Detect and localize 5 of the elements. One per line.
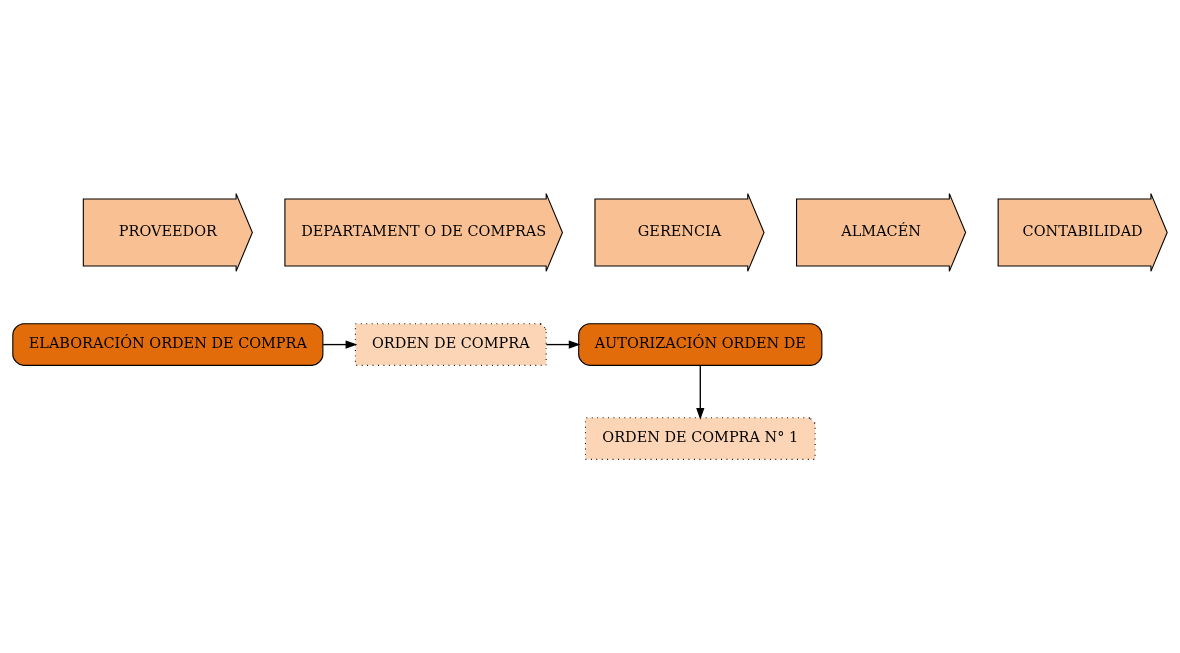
node-box: AUTORIZACIÓN ORDEN DE — [578, 323, 823, 366]
arrow — [322, 340, 358, 349]
node-box: ELABORACIÓN ORDEN DE COMPRA — [12, 323, 324, 366]
arrow — [696, 364, 705, 420]
arrow — [545, 340, 581, 349]
